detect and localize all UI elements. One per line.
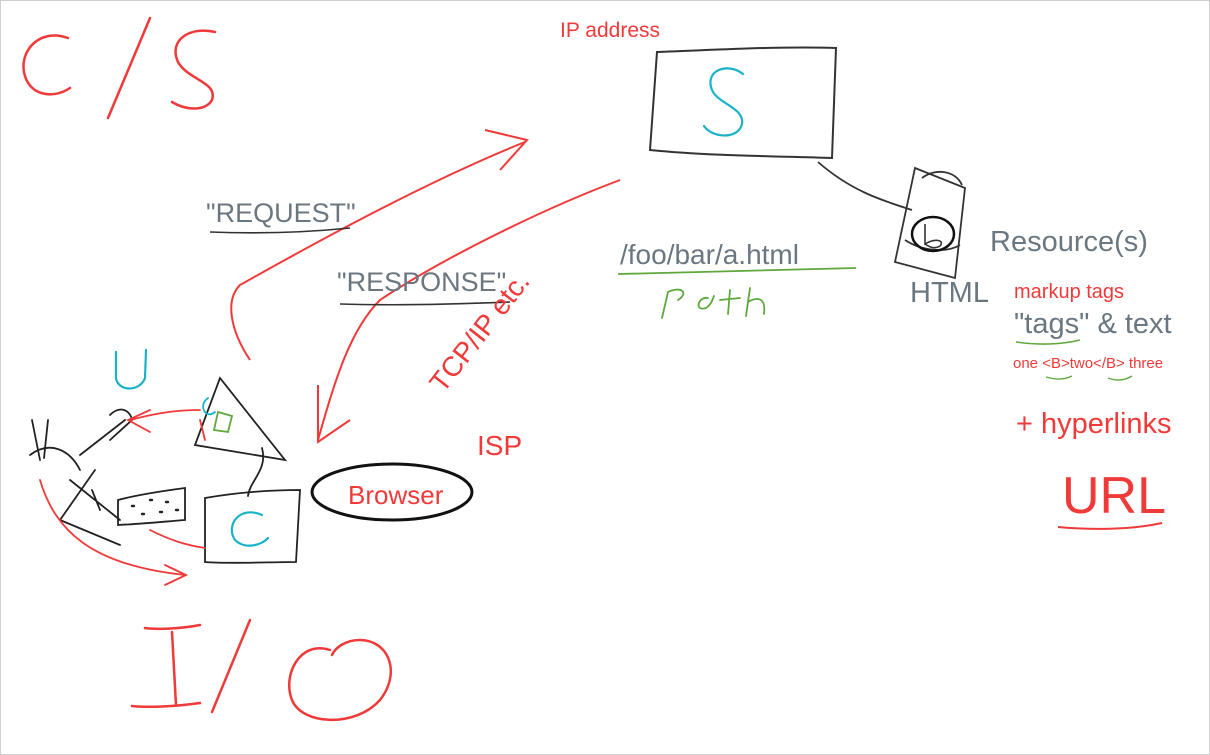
browser-ellipse	[310, 462, 474, 522]
response-label: "RESPONSE"	[337, 267, 507, 297]
client-c-glyph	[230, 511, 270, 547]
request-label: "REQUEST"	[206, 198, 356, 228]
document-b-glyph	[924, 224, 943, 249]
path-underline	[617, 267, 857, 275]
tag-example-underline-1	[1045, 375, 1073, 380]
tags-and-text-label: "tags" & text	[1014, 308, 1172, 340]
resources-label: Resource(s)	[990, 226, 1148, 258]
request-underline	[209, 227, 351, 234]
tags-underline	[1015, 339, 1081, 345]
user-u-glyph	[114, 348, 148, 390]
server-to-document-line	[817, 161, 913, 211]
tag-example-label: one <B>two</B> three	[1013, 355, 1164, 372]
io-handwriting	[130, 618, 392, 722]
server-box	[648, 46, 838, 160]
browser-label: Browser	[348, 480, 444, 510]
url-path-label: /foo/bar/a.html	[620, 239, 799, 270]
ip-address-label: IP address	[560, 19, 661, 42]
response-underline	[339, 301, 511, 306]
response-arrow	[317, 179, 621, 444]
url-label: URL	[1062, 467, 1167, 525]
server-s-glyph	[702, 67, 745, 137]
url-underline	[1057, 522, 1163, 530]
request-arrow	[230, 129, 529, 361]
device-glyphs	[199, 397, 234, 441]
client-io-arrows	[39, 409, 206, 586]
hyperlinks-label: + hyperlinks	[1016, 408, 1172, 440]
html-label: HTML	[910, 277, 989, 309]
cs-handwriting	[22, 16, 217, 120]
html-document-sketch	[893, 166, 966, 280]
markup-tags-label: markup tags	[1014, 281, 1125, 303]
path-handwriting	[661, 287, 766, 319]
tag-example-underline-2	[1107, 375, 1133, 381]
isp-label: ISP	[477, 430, 523, 461]
client-setup-sketch	[29, 376, 301, 564]
